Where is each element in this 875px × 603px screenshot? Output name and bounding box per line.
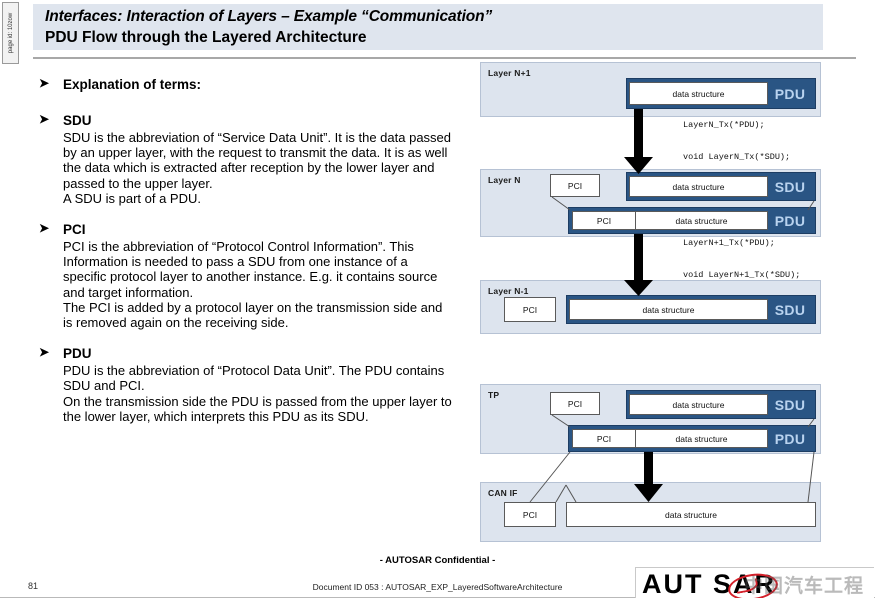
bullet-heading-sdu: ➤ SDU <box>33 112 453 129</box>
unit-tag-sdu: SDU <box>774 301 806 318</box>
data-structure-box-can-if: data structure <box>566 502 816 527</box>
paragraph: SDU is the abbreviation of “Service Data… <box>63 130 452 191</box>
unit-cells: PCI data structure <box>572 211 768 230</box>
cell-data-structure: data structure <box>635 211 768 230</box>
autosar-logo-text: AUT SAR <box>642 569 776 599</box>
layer-label: Layer N <box>488 175 521 185</box>
document-id: Document ID 053 : AUTOSAR_EXP_LayeredSof… <box>312 582 563 592</box>
unit-cells: data structure <box>569 299 768 320</box>
unit-tag-pdu: PDU <box>774 430 806 447</box>
cell-data-structure: data structure <box>629 82 768 105</box>
layer-label: Layer N+1 <box>488 68 531 78</box>
paragraph: PDU is the abbreviation of “Protocol Dat… <box>63 363 445 394</box>
footer-divider <box>0 597 875 598</box>
bullet-heading-pdu: ➤ PDU <box>33 345 453 362</box>
spacer <box>33 209 453 221</box>
page-id-text: page id: 10zow <box>7 12 14 54</box>
spacer <box>33 333 453 345</box>
arrow-bullet-icon: ➤ <box>39 76 50 90</box>
logo-underband <box>635 598 873 603</box>
page-id-strip: page id: 10zow <box>2 2 19 64</box>
spacer <box>33 96 453 112</box>
unit-pdu-tp: PCI data structure PDU <box>568 425 816 452</box>
unit-cells: data structure <box>629 176 768 197</box>
pdu-flow-diagram: Layer N+1 data structure PDU Layer N PCI… <box>478 62 823 542</box>
bullet-block-pci: ➤ PCI PCI is the abbreviation of “Protoc… <box>33 221 453 330</box>
code-label-void-layern-tx-sdu: void LayerN_Tx(*SDU); <box>683 152 791 162</box>
paragraph: PCI is the abbreviation of “Protocol Con… <box>63 239 438 300</box>
page-title: Interfaces: Interaction of Layers – Exam… <box>45 8 493 25</box>
header-divider <box>33 57 856 59</box>
cell-data-structure: data structure <box>629 176 768 197</box>
arrow-bullet-icon: ➤ <box>39 221 50 236</box>
paragraph: On the transmission side the PDU is pass… <box>63 393 452 424</box>
cell-data-structure: data structure <box>629 394 768 415</box>
paragraph-group-pci: PCI is the abbreviation of “Protocol Con… <box>33 239 453 330</box>
unit-sdu-tp: data structure SDU <box>626 390 816 419</box>
arrow-down-n1-to-n <box>624 109 653 174</box>
pci-box-layer-n-minus-1: PCI <box>504 297 556 322</box>
bullet-heading-text: Explanation of terms: <box>63 77 202 92</box>
unit-pdu-layer-n: PCI data structure PDU <box>568 207 816 234</box>
pci-box-tp: PCI <box>550 392 600 415</box>
unit-tag-pdu: PDU <box>774 212 806 229</box>
paragraph-group-sdu: SDU is the abbreviation of “Service Data… <box>33 130 453 206</box>
code-label-void-layernplus1-tx-sdu: void LayerN+1_Tx(*SDU); <box>683 270 801 280</box>
unit-tag-pdu: PDU <box>774 85 806 102</box>
unit-cells: PCI data structure <box>572 429 768 448</box>
paragraph: A SDU is part of a PDU. <box>63 190 201 206</box>
bullet-heading-text: PCI <box>63 222 86 238</box>
paragraph-group-pdu: PDU is the abbreviation of “Protocol Dat… <box>33 363 453 424</box>
pci-box-layer-n: PCI <box>550 174 600 197</box>
layer-label: CAN IF <box>488 488 518 498</box>
explanation-text-column: ➤ Explanation of terms: ➤ SDU SDU is the… <box>33 76 453 427</box>
bullet-block-sdu: ➤ SDU SDU is the abbreviation of “Servic… <box>33 112 453 206</box>
unit-sdu-layer-n-minus-1: data structure SDU <box>566 295 816 324</box>
slide-header-band: Interfaces: Interaction of Layers – Exam… <box>33 4 823 50</box>
bullet-heading-text: PDU <box>63 346 92 362</box>
page-subtitle: PDU Flow through the Layered Architectur… <box>45 29 367 46</box>
layer-label: TP <box>488 390 500 400</box>
layer-label: Layer N-1 <box>488 286 529 296</box>
unit-cells: data structure <box>629 394 768 415</box>
unit-pdu-layer-n-plus-1: data structure PDU <box>626 78 816 109</box>
code-label-layernplus1-tx-pdu: LayerN+1_Tx(*PDU); <box>683 238 775 248</box>
bullet-heading-pci: ➤ PCI <box>33 221 453 238</box>
cell-pci: PCI <box>572 211 636 230</box>
unit-sdu-layer-n: data structure SDU <box>626 172 816 201</box>
page-number: 81 <box>28 581 39 591</box>
pci-box-can-if: PCI <box>504 502 556 527</box>
logo-watermark-text: 中国汽车工程 <box>744 576 865 597</box>
unit-cells: data structure <box>629 82 768 105</box>
cell-data-structure: data structure <box>635 429 768 448</box>
bullet-block-pdu: ➤ PDU PDU is the abbreviation of “Protoc… <box>33 345 453 424</box>
confidential-notice: - AUTOSAR Confidential - <box>379 555 496 566</box>
paragraph: The PCI is added by a protocol layer on … <box>63 299 443 331</box>
cell-pci: PCI <box>572 429 636 448</box>
code-label-layern-tx-pdu: LayerN_Tx(*PDU); <box>683 120 765 130</box>
bullet-heading-text: SDU <box>63 113 92 128</box>
autosar-logo: AUT SAR 中国汽车工程 <box>635 567 874 602</box>
arrow-bullet-icon: ➤ <box>39 345 50 360</box>
unit-tag-sdu: SDU <box>774 396 806 413</box>
bullet-heading-intro: ➤ Explanation of terms: <box>33 76 453 93</box>
bullet-block-intro: ➤ Explanation of terms: <box>33 76 453 93</box>
cell-data-structure: data structure <box>569 299 768 320</box>
unit-tag-sdu: SDU <box>774 178 806 195</box>
arrow-bullet-icon: ➤ <box>39 112 50 126</box>
